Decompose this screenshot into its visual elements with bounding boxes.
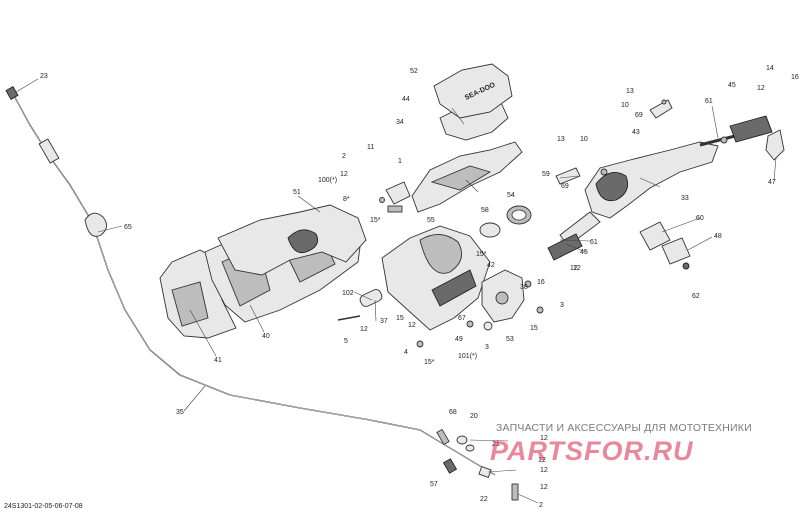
diagram-reference-code: 24S1301-02-05-06-07-08 (4, 503, 83, 510)
callout: 69 (635, 112, 643, 119)
callout: 12 (360, 326, 368, 333)
callout: 44 (402, 96, 410, 103)
callout: 102 (342, 290, 354, 297)
callout: 69 (561, 183, 569, 190)
steering-stem (559, 141, 719, 247)
callout: 43 (632, 129, 640, 136)
callout: 54 (507, 192, 515, 199)
steering-support-bracket (481, 269, 525, 323)
callout: 51 (293, 189, 301, 196)
callout-labels: 23 65 35 41 40 51 102 37 12 5 100(*) 2 1… (40, 65, 799, 509)
callout: 49 (455, 336, 463, 343)
callout: 40 (262, 333, 270, 340)
callout: 11 (367, 144, 374, 151)
callout: 65 (124, 224, 132, 231)
callout: 101(*) (458, 353, 477, 360)
upper-cover (411, 141, 523, 213)
callout: 47 (768, 179, 776, 186)
callout: 100(*) (318, 177, 337, 184)
callout: 67 (458, 315, 466, 322)
callout: 16 (791, 74, 799, 81)
throttle-lever (765, 129, 785, 161)
callout: 12 (340, 171, 348, 178)
steering-column-housing (381, 225, 491, 331)
callout: 12 (570, 265, 578, 272)
callout: 20 (470, 413, 478, 420)
gauge-visor (217, 204, 367, 276)
brand-cover-52: SEA-DOO (433, 63, 513, 119)
callout: 15 (396, 315, 404, 322)
callout: 12 (757, 85, 765, 92)
callout: 10 (580, 136, 588, 143)
callout: 15 (530, 325, 538, 332)
callout: 33 (681, 195, 689, 202)
callout: 14 (766, 65, 774, 72)
callout: 62 (692, 293, 700, 300)
callout: 15* (370, 217, 381, 224)
callout: 37 (380, 318, 388, 325)
switch-blocks (639, 221, 691, 270)
callout: 1 (398, 158, 402, 165)
callout: 12 (538, 457, 546, 464)
callout: 2 (539, 502, 543, 509)
callout: 10 (621, 102, 629, 109)
callout: 52 (410, 68, 418, 75)
callout: 12 (540, 435, 548, 442)
callout: 61 (590, 239, 598, 246)
callout: 15* (424, 359, 435, 366)
small-hardware (337, 99, 728, 348)
small-bracket-assembly (385, 181, 411, 213)
callout: 42 (487, 262, 495, 269)
callout: 4 (404, 349, 408, 356)
pivot-sleeve (479, 205, 532, 238)
callout: 23 (40, 73, 48, 80)
watermark-logo: PARTSFOR.RU (490, 436, 694, 466)
callout: 3 (485, 344, 489, 351)
callout: 48 (714, 233, 722, 240)
callout: 41 (214, 357, 222, 364)
callout: 13 (557, 136, 565, 143)
callout: 60 (696, 215, 704, 222)
watermark-tagline: ЗАПЧАСТИ И АКСЕССУАРЫ ДЛЯ МОТОТЕХНИКИ (496, 422, 752, 434)
callout: 55 (427, 217, 435, 224)
callout: 61 (705, 98, 713, 105)
callout: 68 (449, 409, 457, 416)
callout: 59 (542, 171, 550, 178)
lower-fasteners (436, 428, 519, 501)
callout: 34 (396, 119, 404, 126)
callout: 15* (476, 251, 487, 258)
callout: 3 (560, 302, 564, 309)
callout: 16 (537, 279, 545, 286)
callout: 45 (728, 82, 736, 89)
throttle-cable (5, 86, 496, 476)
callout: 5 (344, 338, 348, 345)
callout: 13 (626, 88, 634, 95)
callout: 57 (430, 481, 438, 488)
callout: 38 (520, 284, 528, 291)
callout: 2 (342, 153, 346, 160)
callout: 22 (480, 496, 488, 503)
callout: 12 (540, 467, 548, 474)
leader-lines (15, 78, 777, 504)
callout: 8* (343, 196, 350, 203)
callout: 53 (506, 336, 514, 343)
callout: 58 (481, 207, 489, 214)
callout: 12 (408, 322, 416, 329)
callout: 12 (573, 265, 581, 272)
callout: 45 (580, 249, 588, 256)
callout: 21 (492, 441, 500, 448)
callout: 12 (540, 484, 548, 491)
callout: 35 (176, 409, 184, 416)
seal-37 (359, 289, 383, 307)
